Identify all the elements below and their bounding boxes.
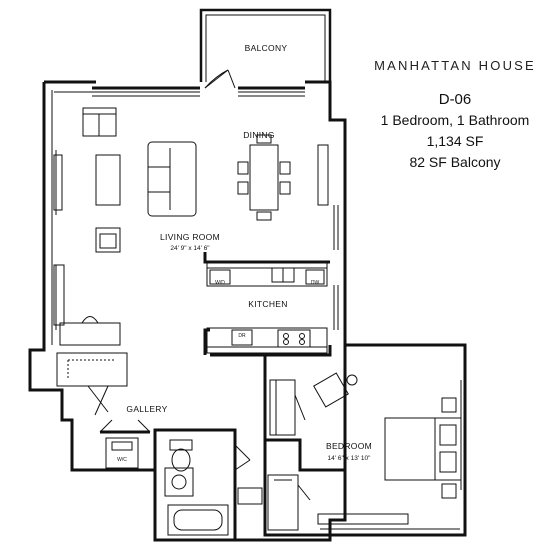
- bedroom-closet-1: [269, 379, 306, 436]
- label-dw: DW: [311, 280, 320, 286]
- label-wc: W/C: [117, 457, 127, 463]
- nightstand-2: [441, 483, 457, 499]
- nightstand-1: [441, 397, 457, 413]
- label-bedroom-dim: 14' 6" x 13' 10": [328, 455, 372, 462]
- balcony-outline: [199, 8, 332, 82]
- title-block: MANHATTAN HOUSE D-06 1 Bedroom, 1 Bathro…: [360, 58, 550, 173]
- balcony-door: [204, 69, 236, 89]
- bathroom-door: [234, 444, 251, 471]
- bedroom-armchair: [313, 372, 358, 408]
- bed-bath-info: 1 Bedroom, 1 Bathroom: [380, 112, 530, 128]
- kitchen-counter-top: [206, 261, 328, 287]
- brand-name: MANHATTAN HOUSE: [374, 58, 536, 73]
- label-living-room: LIVING ROOM: [160, 232, 220, 242]
- area-info: 1,134 SF: [426, 133, 484, 149]
- label-balcony: BALCONY: [245, 43, 288, 53]
- label-living-room-dim: 24' 9" x 14' 6": [170, 245, 210, 252]
- bed: [384, 417, 462, 481]
- gallery-closet: [56, 352, 128, 416]
- label-dining: DINING: [243, 130, 275, 140]
- window-lines: [51, 90, 462, 530]
- label-dr: DR: [238, 333, 246, 339]
- vanity: [164, 467, 194, 497]
- balcony-area-info: 82 SF Balcony: [409, 154, 501, 170]
- bathtub: [167, 504, 229, 536]
- label-gallery: GALLERY: [126, 404, 167, 414]
- label-wd-kitchen: W/D: [215, 280, 225, 286]
- kitchen-counter-bottom: [206, 327, 328, 354]
- sideboard: [317, 144, 329, 206]
- dresser: [237, 487, 263, 505]
- sectional-sofa: [147, 141, 197, 217]
- label-bedroom: BEDROOM: [326, 441, 372, 451]
- entry-door: [99, 419, 151, 433]
- tv-unit: [53, 154, 63, 211]
- exterior-walls: [28, 80, 467, 542]
- armchair: [95, 227, 121, 253]
- interior-walls: [62, 252, 345, 540]
- label-kitchen: KITCHEN: [248, 299, 287, 309]
- unit-number: D-06: [438, 91, 472, 108]
- coffee-table: [95, 154, 121, 206]
- side-cabinet: [53, 264, 65, 326]
- sofa: [82, 107, 117, 137]
- bedroom-closet-2: [267, 474, 311, 531]
- bedroom-bench: [317, 513, 409, 525]
- washer-dryer-closet: [105, 437, 139, 469]
- desk: [59, 316, 121, 346]
- toilet: [169, 439, 193, 472]
- dining-table: [237, 134, 291, 221]
